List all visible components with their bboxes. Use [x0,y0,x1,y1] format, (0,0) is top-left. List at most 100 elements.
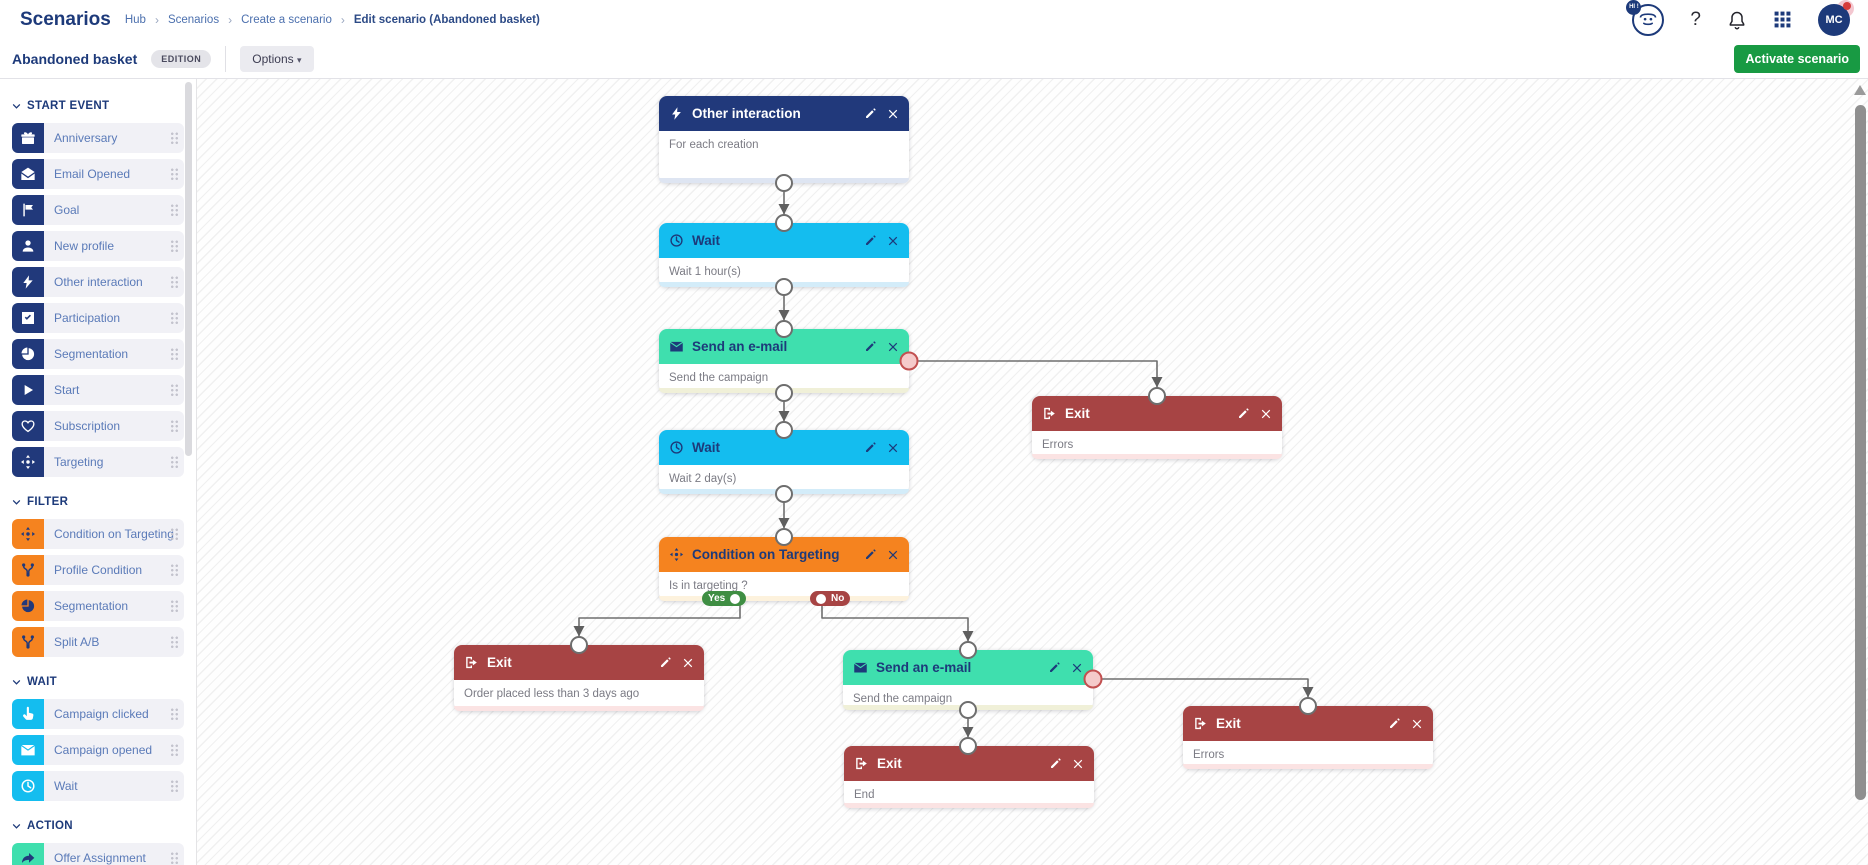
palette-item-segmentation[interactable]: Segmentation [12,339,184,369]
palette-section-title[interactable]: START EVENT [12,99,184,113]
delete-node-icon[interactable] [887,442,899,454]
edit-node-icon[interactable] [1048,661,1061,674]
palette-item-subscription[interactable]: Subscription [12,411,184,441]
drag-handle-icon[interactable] [170,311,179,325]
palette-item-new-profile[interactable]: New profile [12,231,184,261]
drag-handle-icon[interactable] [170,707,179,721]
edit-node-icon[interactable] [864,441,877,454]
delete-node-icon[interactable] [1072,758,1084,770]
edit-node-icon[interactable] [1049,757,1062,770]
drag-handle-icon[interactable] [170,851,179,865]
user-avatar[interactable]: MC [1818,0,1854,36]
drag-handle-icon[interactable] [170,779,179,793]
drag-handle-icon[interactable] [170,347,179,361]
edit-node-icon[interactable] [1237,407,1250,420]
palette-item-email-opened[interactable]: Email Opened [12,159,184,189]
drag-handle-icon[interactable] [170,599,179,613]
drag-handle-icon[interactable] [170,239,179,253]
edit-node-icon[interactable] [864,107,877,120]
drag-handle-icon[interactable] [170,563,179,577]
palette-item-offer-assignment[interactable]: Offer Assignment [12,843,184,865]
breadcrumb-item[interactable]: Create a scenario [241,13,332,26]
palette-item-wait[interactable]: Wait [12,771,184,801]
palette-item-anniversary[interactable]: Anniversary [12,123,184,153]
palette-section-title[interactable]: FILTER [12,495,184,509]
drag-handle-icon[interactable] [170,167,179,181]
delete-node-icon[interactable] [1071,662,1083,674]
apps-grid-icon[interactable] [1773,10,1792,29]
palette-item-participation[interactable]: Participation [12,303,184,333]
drag-handle-icon[interactable] [170,275,179,289]
palette-section-title[interactable]: WAIT [12,675,184,689]
palette-item-condition-on-targeting[interactable]: Condition on Targeting [12,519,184,549]
options-button[interactable]: Options ▾ [240,45,314,72]
delete-node-icon[interactable] [1260,408,1272,420]
delete-node-icon[interactable] [1411,718,1423,730]
sidebar-scrollbar-thumb[interactable] [185,82,192,456]
activate-scenario-button[interactable]: Activate scenario [1734,44,1860,73]
palette-item-label: Start [44,375,184,405]
edit-node-icon[interactable] [1388,717,1401,730]
delete-node-icon[interactable] [887,341,899,353]
node-accent-strip [659,282,909,287]
edit-node-icon[interactable] [864,340,877,353]
node-subtitle: Is in targeting ? [669,580,748,592]
canvas-scroll-up-arrow[interactable] [1854,85,1866,95]
breadcrumb-item[interactable]: Hub [124,13,146,26]
palette-item-split-a-b[interactable]: Split A/B [12,627,184,657]
clock-icon [670,234,683,247]
delete-node-icon[interactable] [887,235,899,247]
drag-handle-icon[interactable] [170,527,179,541]
close-icon [1073,759,1083,768]
edit-node-icon[interactable] [864,234,877,247]
drag-handle-icon[interactable] [170,455,179,469]
edit-node-icon[interactable] [864,548,877,561]
node-title: Wait [692,233,720,248]
delete-node-icon[interactable] [887,108,899,120]
palette-item-campaign-opened[interactable]: Campaign opened [12,735,184,765]
palette-item-profile-condition[interactable]: Profile Condition [12,555,184,585]
palette-item-segmentation[interactable]: Segmentation [12,591,184,621]
drag-handle-icon[interactable] [170,635,179,649]
branch-label-no[interactable]: No [810,591,851,606]
drag-handle-icon[interactable] [170,743,179,757]
assistant-mascot-icon[interactable]: HI ! [1626,0,1665,36]
play-icon [24,385,33,395]
canvas-scrollbar-thumb[interactable] [1855,105,1866,800]
drag-handle-icon[interactable] [170,383,179,397]
palette-item-other-interaction[interactable]: Other interaction [12,267,184,297]
pencil-icon [1050,662,1060,672]
target-icon [21,527,35,541]
drag-handle-icon[interactable] [170,203,179,217]
palette-item-start[interactable]: Start [12,375,184,405]
palette-item-campaign-clicked[interactable]: Campaign clicked [12,699,184,729]
branch-label-yes[interactable]: Yes [702,591,747,606]
breadcrumb-item[interactable]: Edit scenario (Abandoned basket) [353,13,540,26]
branch-port[interactable] [730,593,741,604]
drag-handle-icon[interactable] [170,419,179,433]
notification-dot [1843,1,1851,10]
edit-node-icon[interactable] [659,656,672,669]
branch-port[interactable] [816,593,826,604]
delete-node-icon[interactable] [887,549,899,561]
notifications-bell-icon[interactable] [1727,10,1747,30]
palette-item-goal[interactable]: Goal [12,195,184,225]
palette-section-title[interactable]: ACTION [12,819,184,833]
breadcrumb-item[interactable]: Scenarios [167,13,220,26]
delete-node-icon[interactable] [682,657,694,669]
help-icon[interactable]: ? [1690,8,1701,30]
palette-item-targeting[interactable]: Targeting [12,447,184,477]
drag-handle-icon[interactable] [170,131,179,145]
